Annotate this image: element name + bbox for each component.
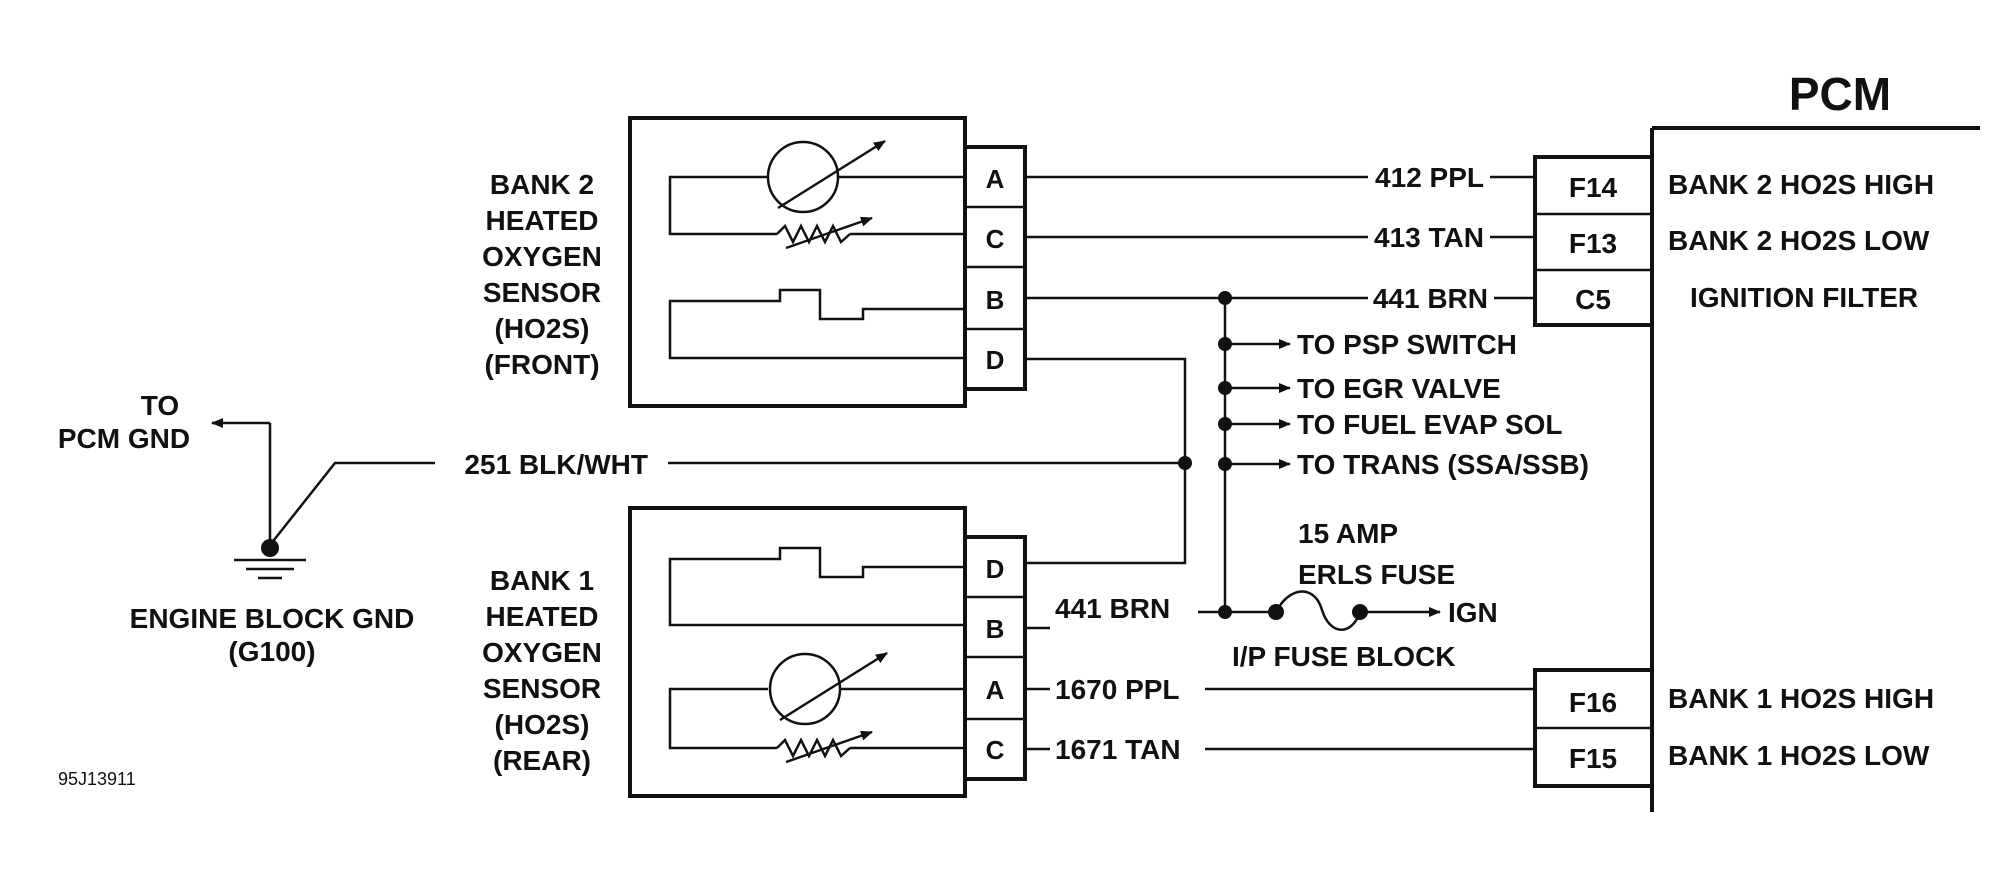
- rear-pin-a: A: [986, 675, 1005, 705]
- fuse-name: ERLS FUSE: [1298, 559, 1455, 590]
- wire-1670-label: 1670 PPL: [1055, 674, 1180, 705]
- ground-symbol: [211, 418, 306, 580]
- rear-sensor-line-5: (HO2S): [495, 709, 590, 740]
- front-sensor-line-3: OXYGEN: [482, 241, 602, 272]
- wire-1671-label: 1671 TAN: [1055, 734, 1181, 765]
- rear-sensor-line-1: BANK 1: [490, 565, 594, 596]
- branch-psp: [1218, 337, 1291, 351]
- pcm-label-bank1-high: BANK 1 HO2S HIGH: [1668, 683, 1934, 714]
- front-pin-d: D: [986, 345, 1005, 375]
- rear-sensor-line-3: OXYGEN: [482, 637, 602, 668]
- wire-413-label: 413 TAN: [1374, 222, 1484, 253]
- wire-412-label: 412 PPL: [1375, 162, 1484, 193]
- rear-pin-b: B: [986, 614, 1005, 644]
- rear-sensor-line-6: (REAR): [493, 745, 591, 776]
- wire-441-bottom-label: 441 BRN: [1055, 593, 1170, 624]
- fuse-block-label: I/P FUSE BLOCK: [1232, 641, 1456, 672]
- rear-pin-d: D: [986, 554, 1005, 584]
- rear-sensor-line-2: HEATED: [485, 601, 598, 632]
- pcm-label-bank2-high: BANK 2 HO2S HIGH: [1668, 169, 1934, 200]
- pcm-label-bank2-low: BANK 2 HO2S LOW: [1668, 225, 1930, 256]
- rear-heater-element: [668, 546, 965, 627]
- erls-fuse-symbol: [1268, 590, 1441, 631]
- front-heater-element: [668, 288, 965, 360]
- wire-441-top-label: 441 BRN: [1373, 283, 1488, 314]
- front-sensing-element: [668, 139, 965, 250]
- wire-d-loop: [1025, 357, 1187, 565]
- front-sensor-line-4: SENSOR: [483, 277, 601, 308]
- branch-evap-label: TO FUEL EVAP SOL: [1297, 409, 1563, 440]
- rear-pin-c: C: [986, 735, 1005, 765]
- fuse-ign-label: IGN: [1448, 597, 1498, 628]
- pcm-connector-top: [1533, 155, 1654, 327]
- front-pin-a: A: [986, 164, 1005, 194]
- front-pin-c: C: [986, 224, 1005, 254]
- wire-251-ground: [269, 461, 435, 546]
- front-sensor-line-2: HEATED: [485, 205, 598, 236]
- branch-egr-label: TO EGR VALVE: [1297, 373, 1501, 404]
- pcm-pin-c5: C5: [1575, 284, 1611, 315]
- pcm-pin-f16: F16: [1569, 687, 1617, 718]
- ground-pcm-gnd-label: PCM GND: [58, 423, 190, 454]
- fuse-rating: 15 AMP: [1298, 518, 1398, 549]
- branch-evap: [1218, 417, 1291, 431]
- pcm-title: PCM: [1789, 68, 1891, 120]
- pcm-pin-f13: F13: [1569, 228, 1617, 259]
- pcm-connector-bottom: [1533, 668, 1654, 788]
- rear-sensor-line-4: SENSOR: [483, 673, 601, 704]
- pcm-label-ignition-filter: IGNITION FILTER: [1690, 282, 1918, 313]
- branch-trans: [1218, 457, 1291, 471]
- wire-251-label: 251 BLK/WHT: [464, 449, 648, 480]
- pcm-pin-f14: F14: [1569, 172, 1618, 203]
- branch-psp-label: TO PSP SWITCH: [1297, 329, 1517, 360]
- splice-441-bottom: [1218, 605, 1232, 619]
- ground-name-label: ENGINE BLOCK GND: [130, 603, 415, 634]
- pcm-label-bank1-low: BANK 1 HO2S LOW: [1668, 740, 1930, 771]
- splice-441-top: [1218, 291, 1232, 305]
- ground-to-label: TO: [141, 390, 179, 421]
- front-sensor-line-5: (HO2S): [495, 313, 590, 344]
- ground-code-label: (G100): [228, 636, 315, 667]
- front-sensor-line-1: BANK 2: [490, 169, 594, 200]
- figure-ref: 95J13911: [58, 769, 136, 789]
- branch-egr: [1218, 381, 1291, 395]
- branch-trans-label: TO TRANS (SSA/SSB): [1297, 449, 1589, 480]
- pcm-pin-f15: F15: [1569, 743, 1617, 774]
- front-pin-b: B: [986, 285, 1005, 315]
- front-sensor-line-6: (FRONT): [484, 349, 599, 380]
- rear-sensing-element: [668, 651, 965, 764]
- sensor-front-body: [628, 116, 1027, 408]
